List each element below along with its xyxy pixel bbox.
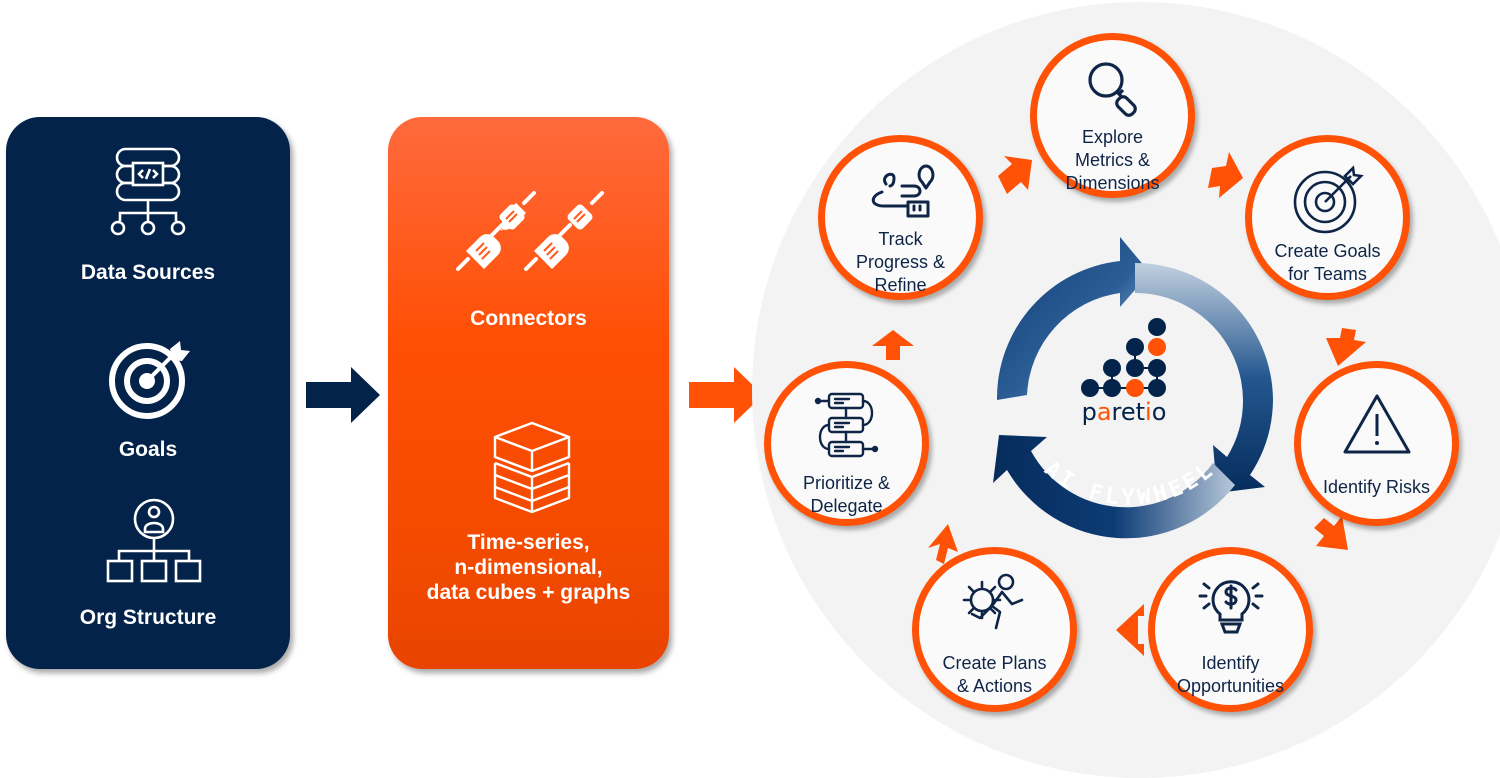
step-prioritize-delegate[interactable]: Prioritize & Delegate: [764, 361, 929, 526]
arrow-plans-to-prioritize: [928, 524, 958, 564]
lightbulb-dollar-icon: [1198, 580, 1263, 634]
step-plans-line-2: & Actions: [956, 676, 1033, 696]
arrow-track-to-explore: [998, 156, 1032, 194]
paretio-wordmark: paretio: [1082, 398, 1167, 426]
step-create-goals[interactable]: Create Goals for Teams: [1245, 135, 1410, 300]
step-goals-line-2: for Teams: [1288, 264, 1367, 284]
data-cubes-label: Time-series, n-dimensional, data cubes +…: [388, 530, 669, 605]
data-cubes-line-3: data cubes + graphs: [426, 581, 631, 604]
running-gear-person-icon: [962, 573, 1023, 630]
plug-connectors-icon: [456, 191, 604, 271]
step-explore-line-1: Explore: [1081, 127, 1144, 147]
step-identify-risks[interactable]: Identify Risks: [1294, 361, 1459, 526]
step-track-text: Track Progress & Refine: [825, 228, 976, 297]
route-map-pin-icon: [871, 164, 934, 218]
step-identify-opportunities[interactable]: Identify Opportunities: [1148, 547, 1313, 712]
magnifier-icon: [1087, 62, 1137, 117]
step-explore-text: Explore Metrics & Dimensions: [1037, 126, 1188, 195]
inputs-panel: Data Sources Goals Org Structure: [6, 117, 290, 669]
step-goals-text: Create Goals for Teams: [1252, 240, 1403, 286]
task-list-flow-icon: [814, 392, 878, 458]
database-network-icon: [110, 147, 186, 236]
target-icon: [109, 341, 190, 419]
step-plans-text: Create Plans & Actions: [919, 652, 1070, 698]
step-plans-line-1: Create Plans: [942, 653, 1047, 673]
goals-label: Goals: [118, 438, 178, 461]
arrow-prioritize-to-track: [872, 330, 914, 360]
step-prioritize-text: Prioritize & Delegate: [771, 472, 922, 518]
step-opportunities-line-1: Identify: [1201, 653, 1260, 673]
step-track-line-2: Progress &: [855, 252, 946, 272]
arrow-risks-to-opportunities: [1314, 516, 1348, 550]
step-track-line-1: Track: [878, 229, 923, 249]
step-prioritize-line-2: Delegate: [810, 496, 883, 516]
arrow-goals-to-risks: [1326, 328, 1366, 366]
arrow-right-navy: [306, 367, 380, 423]
step-risks-text: Identify Risks: [1301, 476, 1452, 499]
step-create-plans[interactable]: Create Plans & Actions: [912, 547, 1077, 712]
stacked-cubes-icon: [493, 421, 571, 514]
org-structure-label: Org Structure: [79, 606, 217, 629]
warning-triangle-icon: [1343, 394, 1410, 454]
step-explore-metrics[interactable]: Explore Metrics & Dimensions: [1030, 33, 1195, 198]
data-cubes-line-1: Time-series,: [467, 531, 590, 554]
step-track-progress[interactable]: Track Progress & Refine: [818, 135, 983, 300]
step-risks-line-1: Identify Risks: [1322, 477, 1431, 497]
data-sources-label: Data Sources: [80, 261, 216, 284]
step-explore-line-3: Dimensions: [1065, 173, 1160, 193]
step-goals-line-1: Create Goals: [1274, 241, 1381, 261]
data-cubes-line-2: n-dimensional,: [454, 556, 603, 579]
arrow-opportunities-to-plans: [1116, 604, 1144, 656]
step-prioritize-line-1: Prioritize &: [802, 473, 891, 493]
arrow-explore-to-goals: [1208, 152, 1243, 198]
org-chart-icon: [106, 498, 202, 583]
arrow-right-orange: [689, 367, 763, 423]
target-arrow-icon: [1293, 165, 1364, 234]
ai-flywheel-ring: AI FLYWHEEL paretio: [993, 237, 1273, 539]
step-explore-line-2: Metrics &: [1074, 150, 1150, 170]
connectors-panel: Connectors Time-series, n-dimensional, d…: [388, 117, 669, 669]
connectors-label: Connectors: [470, 307, 587, 330]
step-opportunities-line-2: Opportunities: [1176, 676, 1285, 696]
paretio-logo-mark: [1081, 318, 1166, 397]
step-opportunities-text: Identify Opportunities: [1155, 652, 1306, 698]
step-track-line-3: Refine: [874, 275, 927, 295]
